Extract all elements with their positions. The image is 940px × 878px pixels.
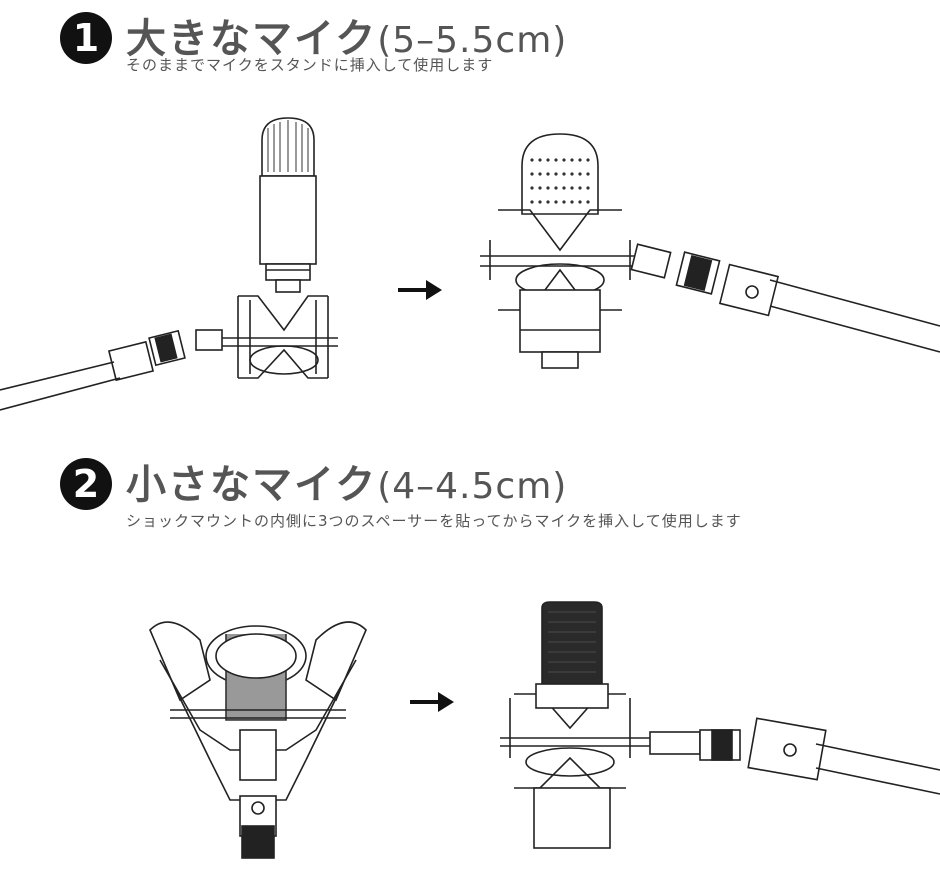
step-number-badge: 1 <box>60 12 112 64</box>
section-title-main: 大きなマイク <box>126 16 378 62</box>
large-mic-after-illustration <box>480 133 940 369</box>
section-title-size: (4–4.5cm) <box>377 466 568 507</box>
section-title: 小さなマイク(4–4.5cm) <box>126 452 567 510</box>
step-number-badge: 2 <box>60 458 112 510</box>
large-mic-section: 1 大きなマイク(5–5.5cm) そのままでマイクをスタンドに挿入して使用しま… <box>0 6 940 411</box>
section-title-size: (5–5.5cm) <box>377 20 568 61</box>
section-description: ショックマウントの内側に3つのスペーサーを貼ってからマイクを挿入して使用します <box>126 512 742 530</box>
arrow-right-icon <box>410 692 454 712</box>
arrow-right-icon <box>398 280 442 300</box>
section-title-main: 小さなマイク <box>126 462 378 508</box>
section-description: そのままでマイクをスタンドに挿入して使用します <box>126 56 494 74</box>
small-mic-after-illustration <box>500 601 940 849</box>
small-mic-section: 2 小さなマイク(4–4.5cm) ショックマウントの内側に3つのスペーサーを貼… <box>0 440 940 859</box>
large-mic-before-illustration <box>0 117 338 411</box>
section-title: 大きなマイク(5–5.5cm) <box>126 6 567 64</box>
shock-mount-with-spacers-illustration <box>149 621 367 859</box>
